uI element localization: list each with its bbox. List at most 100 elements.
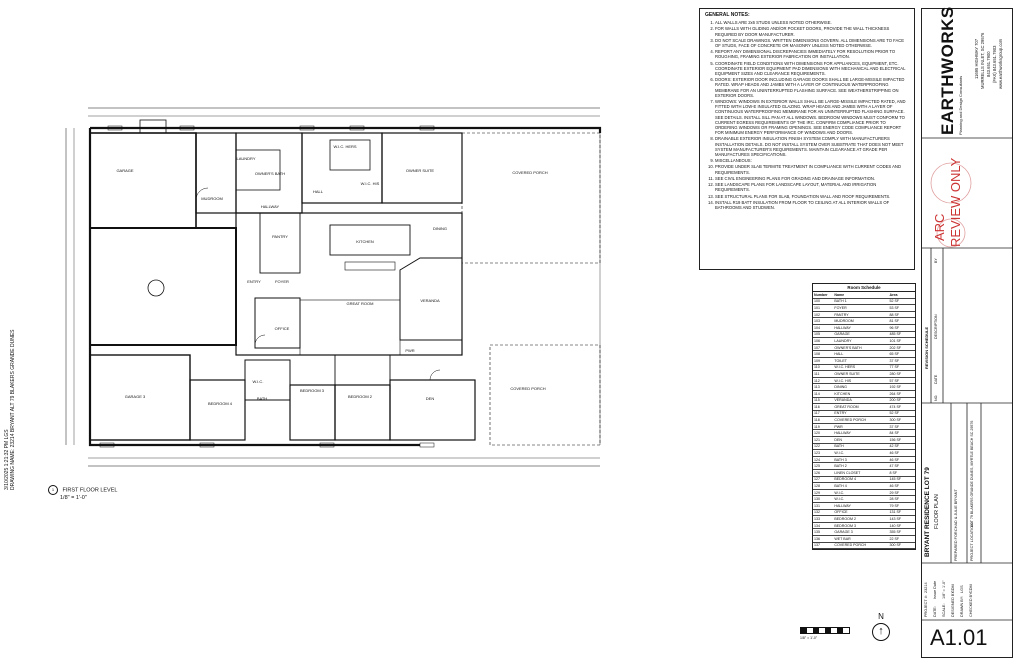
table-cell: BATH <box>833 443 889 451</box>
room-schedule-title: Room Schedule <box>813 284 915 292</box>
drawing-caption: 1 FIRST FLOOR LEVEL 1/8" = 1'-0" <box>48 485 117 501</box>
table-cell: 101 <box>813 304 834 312</box>
table-cell: OFFICE <box>833 509 889 517</box>
note-item: DO NOT SCALE DRAWINGS. WRITTEN DIMENSION… <box>715 38 909 48</box>
table-cell: 37 SF <box>888 423 915 431</box>
table-cell: 46 SF <box>888 449 915 457</box>
table-cell: 47 SF <box>888 462 915 471</box>
drawn-value: LGS <box>960 585 964 593</box>
table-cell: W.I.C. <box>833 449 889 457</box>
table-cell: HALLWAY <box>833 429 889 438</box>
note-item: SEE STRUCTURAL PLANS FOR SLAB, FOUNDATIO… <box>715 194 909 199</box>
table-cell: 52 SF <box>888 410 915 418</box>
drawn-label: DRAWN BY: <box>960 595 964 617</box>
company-web: www.earthworksgroup.com <box>998 38 1003 89</box>
table-cell: KITCHEN <box>833 390 889 398</box>
table-cell: 143 SF <box>888 515 915 523</box>
table-cell: GARAGE 3 <box>833 528 889 536</box>
table-cell: 113 <box>813 383 834 391</box>
table-cell: 120 <box>813 429 834 438</box>
table-header-row: Number Name Area <box>813 292 915 299</box>
label-garage3: GARAGE 3 <box>125 394 146 399</box>
drawing-marker: 1 <box>48 485 58 495</box>
table-cell: 122 <box>813 443 834 451</box>
table-cell: 111 <box>813 370 834 378</box>
label-mudroom: MUDROOM <box>201 196 223 201</box>
table-cell: BATH 2 <box>833 462 889 471</box>
table-cell: 114 <box>813 390 834 398</box>
table-cell: ENTRY <box>833 410 889 418</box>
table-cell: 28 SF <box>888 495 915 503</box>
label-owner-suite: OWNER SUITE <box>406 168 435 173</box>
label-covered-porch: COVERED PORCH <box>512 170 547 175</box>
note-item: INSTALL R19 BATT INSULATION FROM FLOOR T… <box>715 200 909 210</box>
label-office: OFFICE <box>275 326 290 331</box>
note-item: FOR WALLS WITH GLIDING AND/OR POCKET DOO… <box>715 26 909 36</box>
table-cell: BATH 1 <box>833 298 889 306</box>
table-cell: OWNER SUITE <box>833 370 889 378</box>
table-cell: DEN <box>833 436 889 444</box>
table-cell: MUDROOM <box>833 317 889 325</box>
checked-value: CDM <box>969 584 973 593</box>
location-value: LOT 79 BLAKERS GRANDE DUNES, MYRTLE BEAC… <box>970 420 974 527</box>
label-great-room: GREAT ROOM <box>347 301 374 306</box>
table-cell: 79 SF <box>888 502 915 510</box>
table-cell: 117 <box>813 410 834 418</box>
label-foyer: FOYER <box>275 279 289 284</box>
table-cell: PANTRY <box>833 311 889 319</box>
table-cell: 129 <box>813 489 834 497</box>
north-label: N <box>878 612 884 621</box>
table-cell: 107 <box>813 344 834 352</box>
table-cell: 134 <box>813 522 834 530</box>
table-cell: 136 <box>813 535 834 543</box>
note-item: SEE CIVIL ENGINEERING PLANS FOR GRADING … <box>715 176 909 181</box>
label-pwr: PWR <box>405 348 414 353</box>
table-cell: PWR <box>833 423 889 431</box>
note-item: WINDOWS: WINDOWS IN EXTERIOR WALLS SHALL… <box>715 99 909 135</box>
title-block-lines <box>921 137 1013 621</box>
table-cell: W.I.C. HIS <box>833 377 889 385</box>
table-cell: 116 <box>813 403 834 411</box>
company-address: 11695 HIGHWAY 707 <box>974 38 979 79</box>
table-cell: 77 SF <box>888 364 915 372</box>
date-label: DATE: <box>933 606 937 617</box>
company-subtitle: Planning and Design Consultants <box>958 75 963 135</box>
table-cell: BEDROOM 2 <box>833 515 889 523</box>
scale-bar <box>800 627 850 634</box>
rev-header-description: DESCRIPTION <box>934 314 938 339</box>
title-block: EARTHWORKS Planning and Design Consultan… <box>921 6 1013 658</box>
table-cell: LINEN CLOSET <box>833 469 889 477</box>
note-item: ALL WALLS ARE 2x6 STUDS UNLESS NOTED OTH… <box>715 20 909 25</box>
table-cell: 130 <box>813 495 834 503</box>
table-cell: 29 SF <box>888 489 915 497</box>
table-cell: HALLWAY <box>833 502 889 510</box>
margin-text: 3/10/2025 1:21:32 PM LGS DRAWING NAME: 2… <box>4 329 16 490</box>
table-cell: 124 <box>813 456 834 464</box>
table-cell: 156 SF <box>888 436 915 444</box>
table-cell: 127 <box>813 476 834 484</box>
table-cell: 121 <box>813 436 834 444</box>
table-cell: 300 SF <box>888 542 915 550</box>
table-cell: COVERED PORCH <box>833 542 889 550</box>
table-cell: COVERED PORCH <box>833 416 889 424</box>
table-cell: BATH 4 <box>833 482 889 490</box>
table-cell: 119 <box>813 423 834 431</box>
